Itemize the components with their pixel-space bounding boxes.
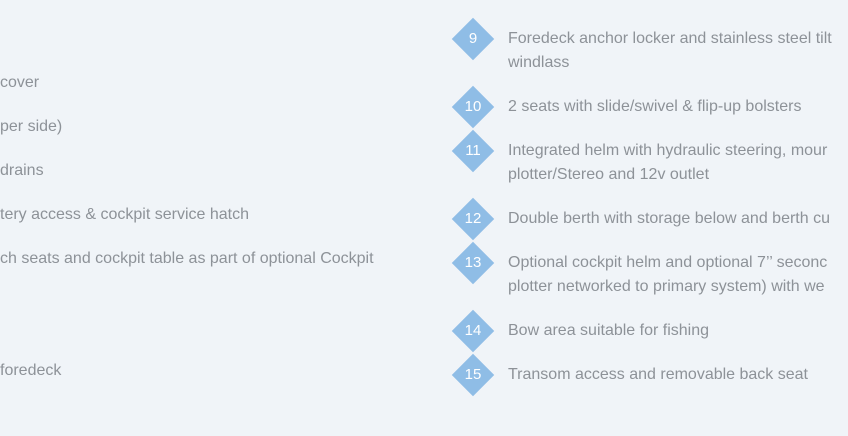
badge-number: 12 [464,210,482,227]
feature-text: Double berth with storage below and bert… [508,207,848,231]
feature-text: Foredeck anchor locker and stainless ste… [508,27,848,75]
number-badge: 10 [451,85,495,129]
number-badge: 15 [451,353,495,397]
feature-text-line: windlass [508,54,570,71]
feature-text: Integrated helm with hydraulic steering,… [508,139,848,187]
number-badge: 12 [451,197,495,241]
feature-item-11: 11 Integrated helm with hydraulic steeri… [451,129,848,183]
left-feature-item: foredeck [0,362,62,379]
left-feature-item: drains [0,162,44,179]
number-badge: 14 [451,309,495,353]
feature-text-line: Double berth with storage below and bert… [508,210,830,227]
badge-number: 14 [464,322,482,339]
feature-text-line: plotter networked to primary system) wit… [508,278,825,295]
feature-item-9: 9 Foredeck anchor locker and stainless s… [451,17,848,71]
feature-text-line: Foredeck anchor locker and stainless ste… [508,30,832,47]
feature-text: Bow area suitable for fishing [508,319,848,343]
feature-text-line: plotter/Stereo and 12v outlet [508,166,710,183]
feature-item-15: 15 Transom access and removable back sea… [451,353,848,402]
badge-number: 15 [464,366,482,383]
feature-item-12: 12 Double berth with storage below and b… [451,197,848,246]
feature-item-10: 10 2 seats with slide/swivel & flip-up b… [451,85,848,134]
left-feature-item: ch seats and cockpit table as part of op… [0,250,374,267]
left-feature-item: per side) [0,118,63,135]
badge-number: 9 [468,30,478,47]
left-feature-item: tery access & cockpit service hatch [0,206,249,223]
number-badge: 13 [451,241,495,285]
feature-text-line: Integrated helm with hydraulic steering,… [508,142,828,159]
number-badge: 11 [451,129,495,173]
badge-number: 11 [465,142,481,159]
feature-text: Optional cockpit helm and optional 7’’ s… [508,251,848,299]
feature-item-13: 13 Optional cockpit helm and optional 7’… [451,241,848,295]
feature-text: 2 seats with slide/swivel & flip-up bols… [508,95,848,119]
feature-text-line: 2 seats with slide/swivel & flip-up bols… [508,98,802,115]
feature-item-14: 14 Bow area suitable for fishing [451,309,848,358]
left-feature-item: cover [0,74,40,91]
badge-number: 13 [464,254,482,271]
badge-number: 10 [464,98,482,115]
number-badge: 9 [451,17,495,61]
feature-text-line: Bow area suitable for fishing [508,322,709,339]
feature-text-line: Transom access and removable back seat [508,366,808,383]
feature-text: Transom access and removable back seat [508,363,848,387]
feature-text-line: Optional cockpit helm and optional 7’’ s… [508,254,828,271]
